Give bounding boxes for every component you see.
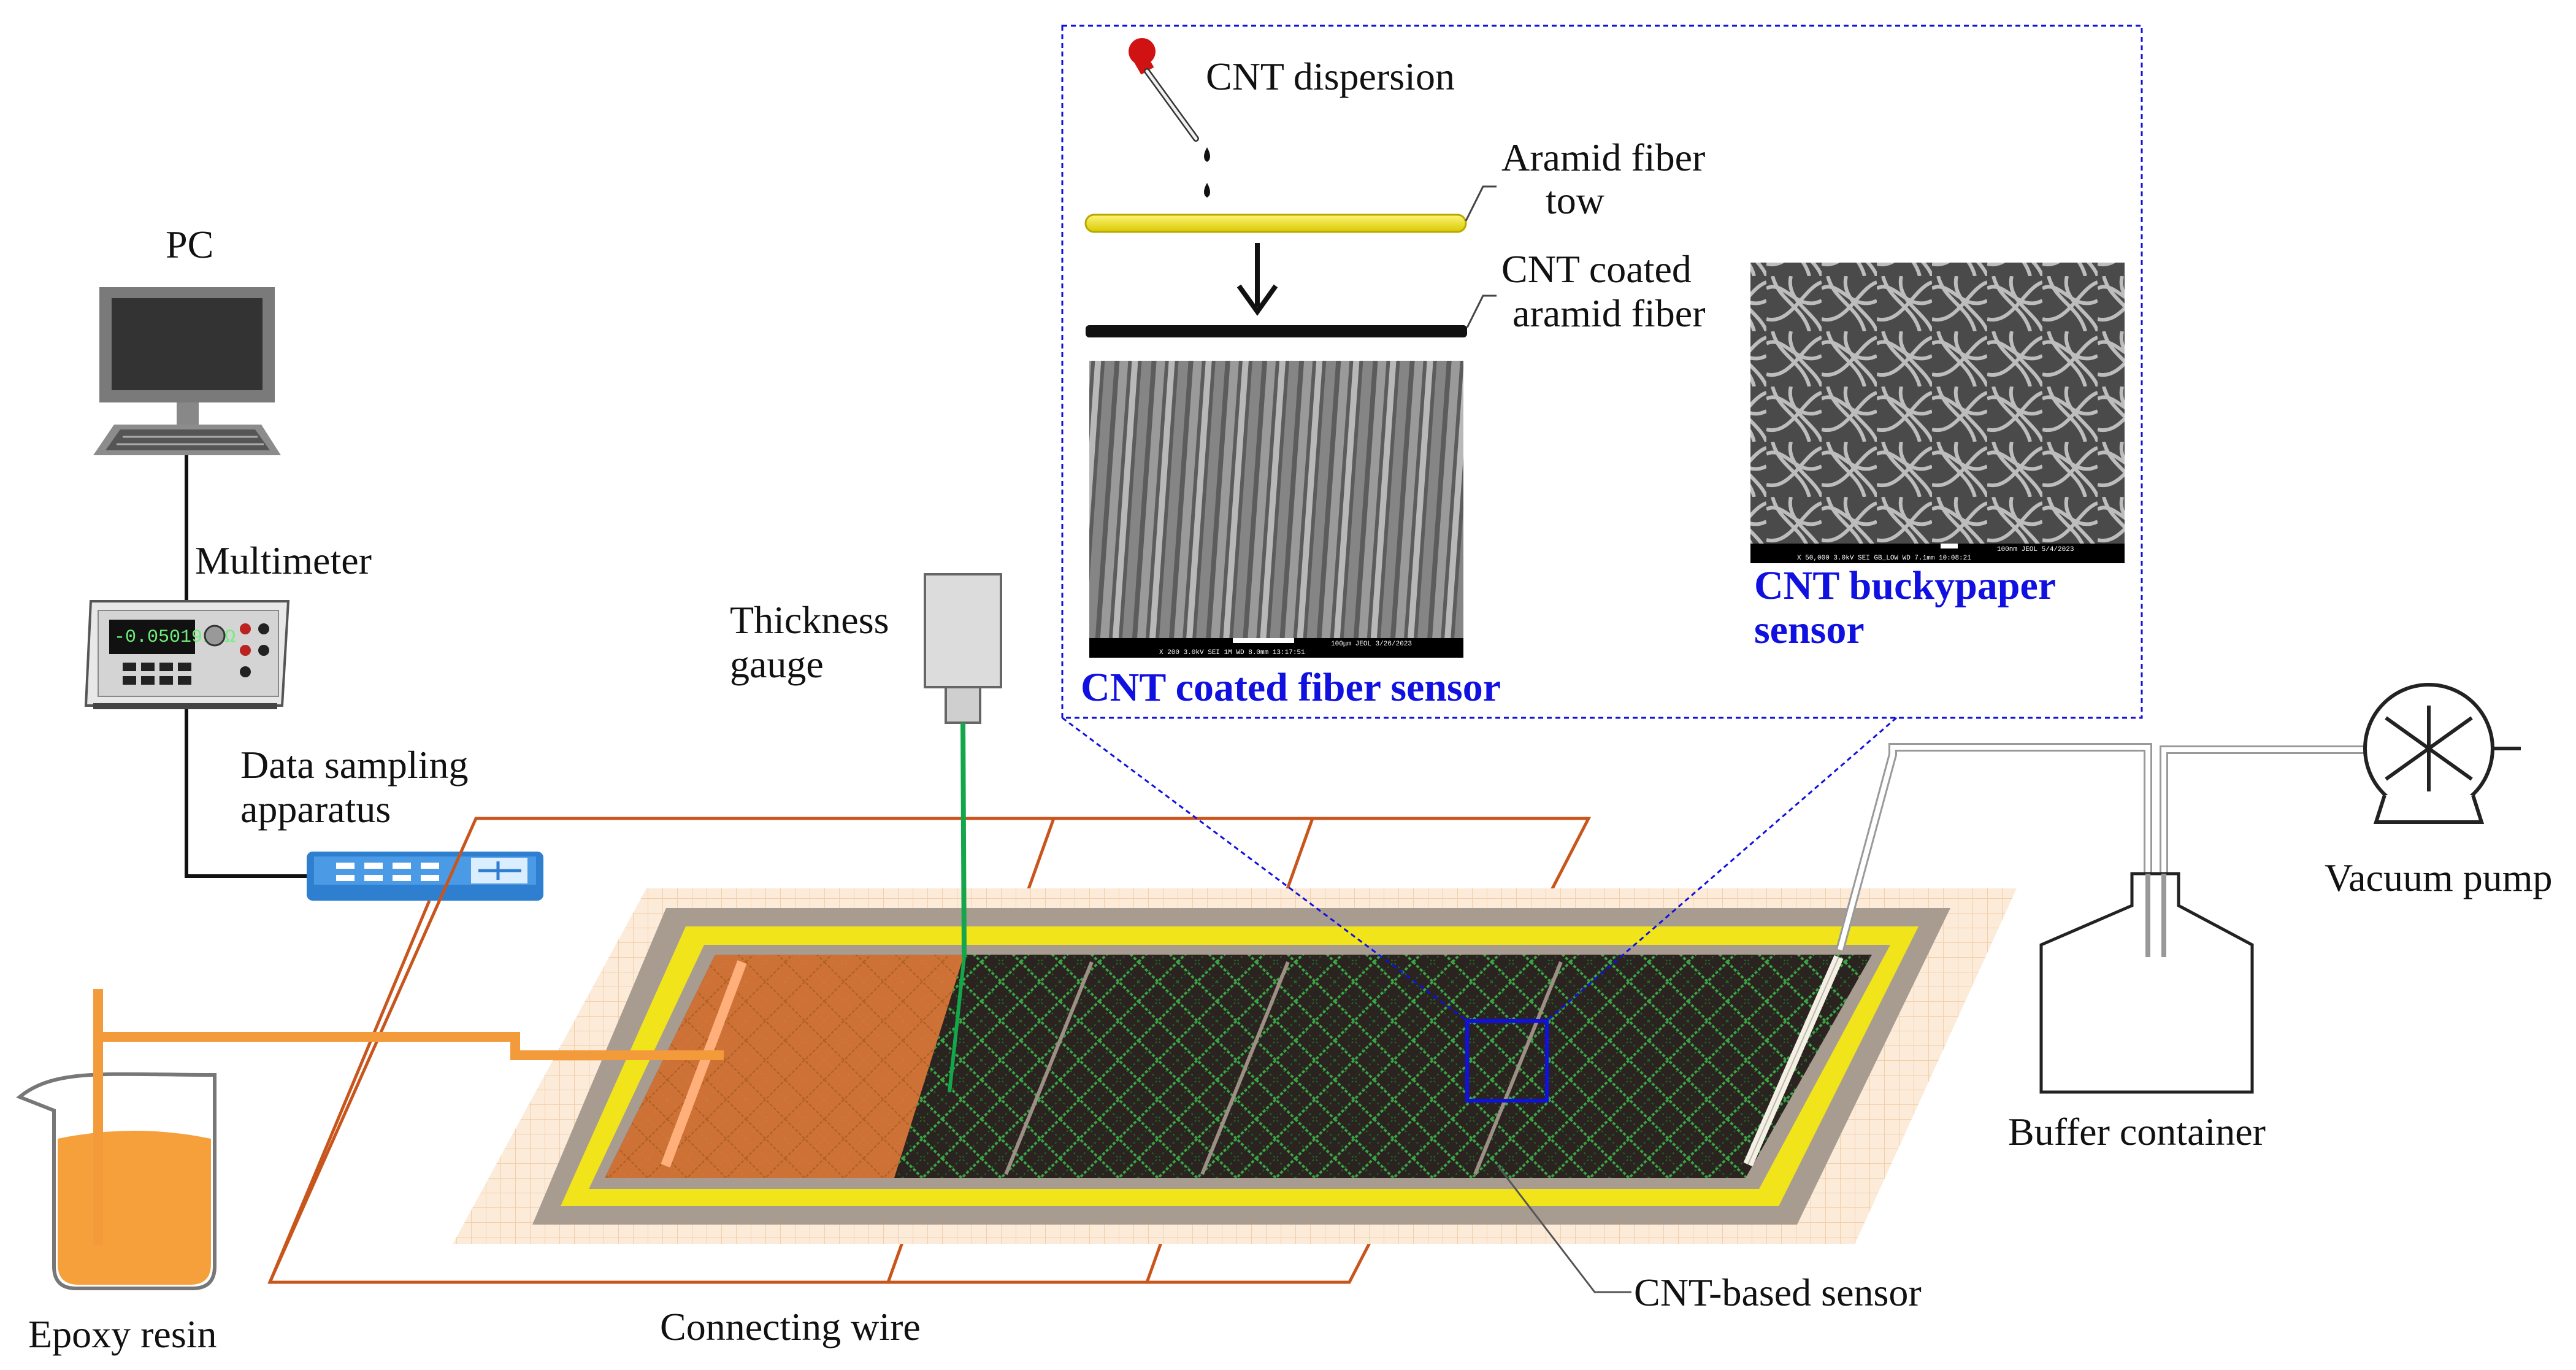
buffer-label: Buffer container bbox=[2008, 1110, 2266, 1153]
sensor-inset: CNT dispersion Aramid fiber tow CNT coat… bbox=[1061, 25, 2143, 1022]
aramid-label-2: tow bbox=[1546, 179, 1604, 222]
aramid-fiber-tow bbox=[1084, 214, 1467, 233]
cnt-buckypaper-label-1: CNT buckypaper bbox=[1754, 563, 2056, 608]
sem-image-buckypaper bbox=[1750, 263, 2125, 563]
epoxy-label: Epoxy resin bbox=[28, 1312, 217, 1356]
sem2-scalebar-text: X 50,000 3.0kV SEI GB_LOW WD 7.1mm 10:08… bbox=[1797, 555, 1971, 562]
wire-3 bbox=[268, 900, 431, 1283]
sem1-info-text: 100μm JEOL 3/26/2023 bbox=[1331, 641, 1412, 648]
drop-icon bbox=[1204, 183, 1210, 198]
coated-label-1: CNT coated bbox=[1501, 247, 1692, 291]
multimeter: Multimeter -0.050191 Ω bbox=[84, 539, 372, 709]
pc-computer: PC bbox=[93, 223, 281, 455]
buffer-container: Buffer container bbox=[2008, 872, 2266, 1153]
cnt-coated-fiber bbox=[1086, 325, 1467, 337]
sensor-zoom-box bbox=[1465, 1019, 1549, 1103]
connecting-wire-label: Connecting wire bbox=[660, 1305, 921, 1349]
sem-image-coated-fiber bbox=[1089, 361, 1463, 658]
epoxy-beaker: Epoxy resin bbox=[16, 989, 724, 1356]
inset-border bbox=[1061, 25, 2143, 719]
multimeter-daq-cable bbox=[185, 709, 307, 878]
vacuum-pump-label: Vacuum pump bbox=[2325, 856, 2553, 899]
sem1-scalebar-text: X 200 3.0kV SEI 1M WD 8.0mm 13:17:51 bbox=[1159, 649, 1305, 656]
monitor-stand bbox=[177, 402, 199, 425]
data-sampling-label-2: apparatus bbox=[240, 787, 391, 831]
embedded-wire-2 bbox=[1200, 961, 1290, 1176]
gauge-probe-wire bbox=[960, 722, 967, 958]
daq-ports bbox=[336, 863, 439, 881]
vacuum-pump: Vacuum pump bbox=[2325, 683, 2553, 899]
embedded-wire-1 bbox=[1004, 961, 1094, 1176]
multimeter-display bbox=[109, 620, 195, 654]
aramid-label-1: Aramid fiber bbox=[1501, 136, 1705, 179]
cnt-based-sensor-label: CNT-based sensor bbox=[1634, 1271, 1922, 1314]
multimeter-buttons bbox=[123, 663, 191, 685]
multimeter-label: Multimeter bbox=[195, 539, 372, 582]
infused-region bbox=[605, 955, 964, 1178]
thickness-label-1: Thickness bbox=[730, 598, 889, 642]
cnt-coated-fiber-sensor-label: CNT coated fiber sensor bbox=[1081, 665, 1501, 710]
pump-blades-icon bbox=[2385, 706, 2473, 791]
pc-label: PC bbox=[166, 223, 213, 266]
embedded-wire-3 bbox=[1473, 961, 1563, 1176]
multimeter-jacks bbox=[240, 623, 269, 677]
sensor-leader-line bbox=[1497, 1165, 1631, 1293]
dropper-icon bbox=[1129, 38, 1199, 142]
sem2-info-text: 100nm JEOL 5/4/2023 bbox=[1997, 546, 2074, 553]
cnt-buckypaper-label-2: sensor bbox=[1754, 607, 1865, 652]
vacuum-line bbox=[1836, 743, 2367, 951]
thickness-gauge: Thickness gauge bbox=[730, 573, 1002, 1093]
coated-label-2: aramid fiber bbox=[1512, 291, 1706, 335]
monitor-screen bbox=[112, 298, 263, 390]
vacuum-bag-layup bbox=[453, 888, 2017, 1244]
cnt-dispersion-label: CNT dispersion bbox=[1206, 55, 1455, 98]
resin-inlet-tube bbox=[661, 960, 747, 1168]
thickness-label-2: gauge bbox=[730, 642, 824, 686]
wire-outline bbox=[267, 817, 1592, 1284]
drop-icon bbox=[1204, 147, 1210, 162]
data-sampling-label-1: Data sampling bbox=[240, 743, 468, 787]
data-sampling-apparatus: Data sampling apparatus bbox=[240, 743, 543, 901]
epoxy-resin-liquid bbox=[58, 1131, 211, 1285]
